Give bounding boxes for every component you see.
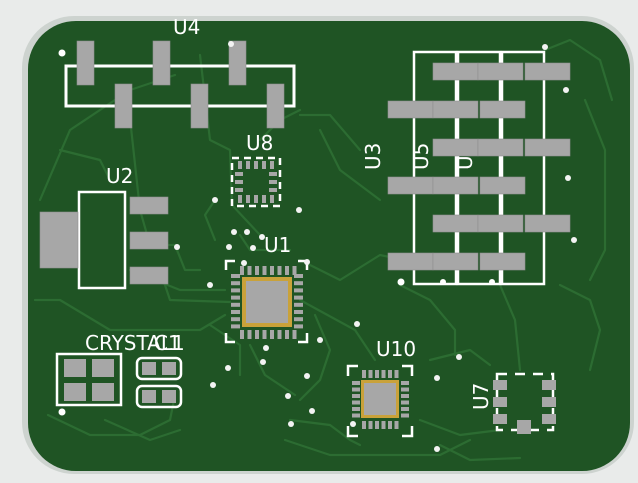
label-u6: U <box>453 155 477 170</box>
label-u3: U3 <box>361 143 385 170</box>
label-u7: U7 <box>469 383 493 410</box>
component-u1: U1 <box>224 233 309 344</box>
component-u10: U10 <box>346 337 416 438</box>
label-crystal1: CRYSTAL1 <box>85 331 185 355</box>
component-u8: U8 <box>230 131 282 208</box>
component-u4: U4 <box>58 15 296 129</box>
label-u4: U4 <box>173 15 200 39</box>
component-crystal1: CRYSTAL1 <box>55 331 185 416</box>
label-u1: U1 <box>264 233 291 257</box>
label-c1: C1 <box>154 331 181 355</box>
component-u7: U7 <box>469 372 556 434</box>
label-u2: U2 <box>106 164 133 188</box>
copper-traces <box>33 38 614 462</box>
vias <box>174 41 577 452</box>
component-u3-u5-u6: U3 U5 U <box>361 50 571 286</box>
label-u8: U8 <box>246 131 273 155</box>
component-u2: U2 <box>39 164 169 290</box>
label-u5: U5 <box>409 143 433 170</box>
label-u10: U10 <box>376 337 416 361</box>
component-c1: C1 <box>135 331 183 409</box>
